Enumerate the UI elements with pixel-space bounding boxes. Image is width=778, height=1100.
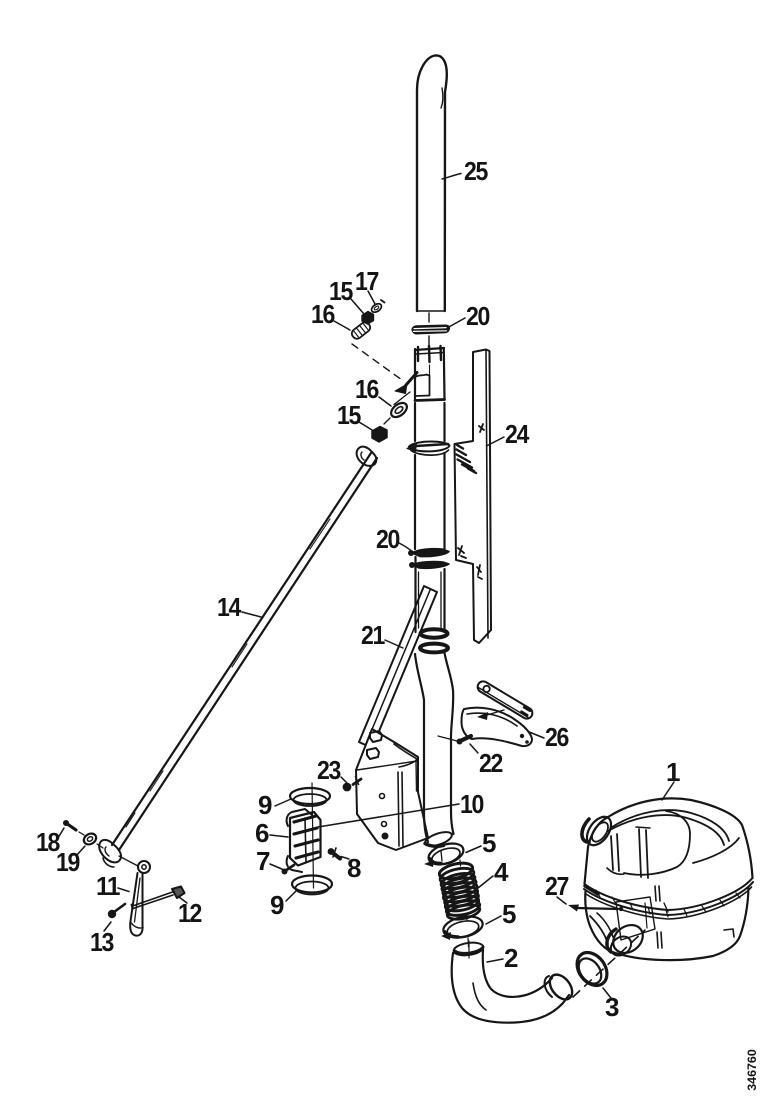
svg-text:346760: 346760 (747, 1049, 759, 1091)
svg-text:25: 25 (464, 156, 488, 186)
svg-text:18: 18 (36, 827, 60, 857)
svg-text:8: 8 (347, 853, 361, 883)
svg-text:23: 23 (317, 755, 341, 785)
svg-text:20: 20 (466, 301, 490, 331)
svg-text:16: 16 (311, 299, 335, 329)
svg-text:22: 22 (479, 748, 503, 778)
svg-text:21: 21 (361, 620, 385, 650)
svg-text:17: 17 (355, 266, 379, 296)
svg-text:19: 19 (56, 847, 80, 877)
svg-text:20: 20 (376, 524, 400, 554)
svg-text:26: 26 (545, 722, 569, 752)
svg-text:9: 9 (270, 890, 284, 920)
svg-text:3: 3 (605, 992, 619, 1022)
svg-text:11: 11 (96, 871, 120, 901)
svg-text:5: 5 (482, 828, 496, 858)
svg-text:9: 9 (258, 790, 272, 820)
svg-text:12: 12 (178, 898, 202, 928)
svg-text:13: 13 (90, 927, 114, 957)
svg-text:2: 2 (504, 943, 518, 973)
svg-text:15: 15 (337, 400, 361, 430)
svg-text:10: 10 (460, 789, 484, 819)
svg-text:27: 27 (545, 871, 569, 901)
svg-text:14: 14 (217, 592, 242, 622)
svg-text:16: 16 (355, 374, 379, 404)
svg-text:24: 24 (505, 419, 530, 449)
svg-text:5: 5 (502, 899, 516, 929)
svg-text:4: 4 (494, 857, 509, 887)
svg-text:7: 7 (256, 846, 270, 876)
svg-text:6: 6 (255, 818, 269, 848)
svg-text:1: 1 (666, 757, 680, 787)
svg-text:15: 15 (329, 276, 353, 306)
